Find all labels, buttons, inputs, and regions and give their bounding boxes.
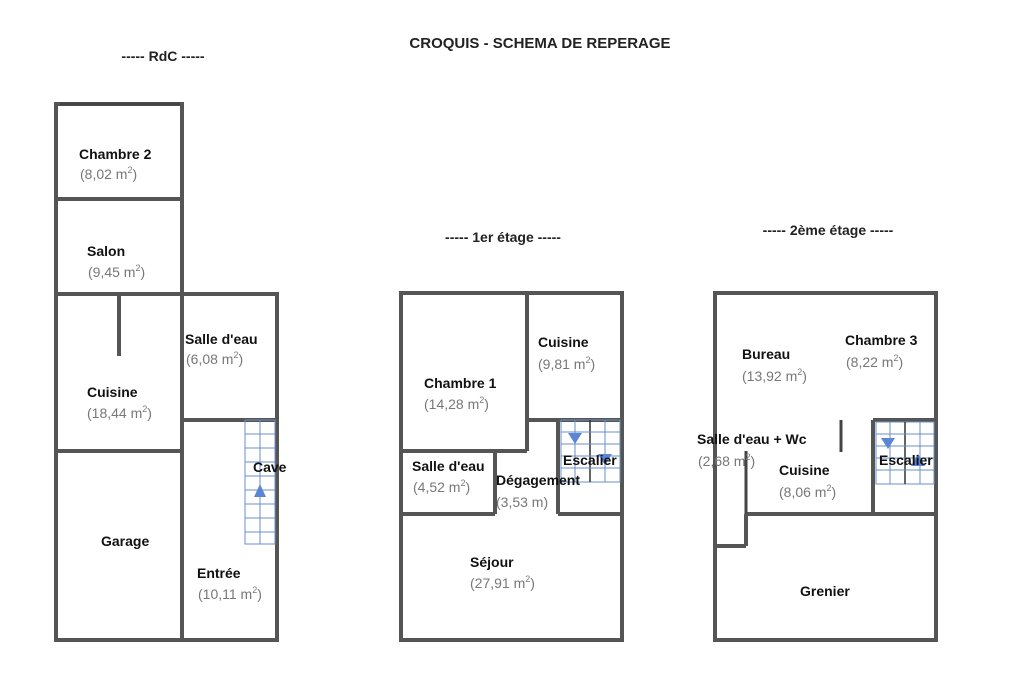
room-cuisine-rdc: Cuisine	[87, 384, 138, 400]
room-salle-eau-1: Salle d'eau	[412, 458, 485, 474]
stairs-etage2	[875, 421, 935, 485]
rdc-right-block	[180, 292, 279, 642]
room-salon: Salon	[87, 243, 125, 259]
room-entree-area: (10,11 m2)	[198, 585, 262, 602]
room-escalier-2: Escalier	[879, 452, 933, 468]
room-salle-eau-rdc-area: (6,08 m2)	[186, 350, 243, 367]
room-escalier-1: Escalier	[563, 452, 617, 468]
room-entree: Entrée	[197, 565, 241, 581]
floor-label-rdc: ----- RdC -----	[121, 48, 205, 64]
stairs-etage1	[560, 419, 621, 483]
room-chambre-2: Chambre 2	[79, 146, 152, 162]
room-salle-eau-wc: Salle d'eau + Wc	[697, 431, 807, 447]
room-degagement: Dégagement	[496, 472, 580, 488]
stairs-cave	[244, 419, 276, 545]
room-bureau-area: (13,92 m2)	[742, 367, 807, 384]
rdc-left-block	[54, 102, 184, 642]
room-chambre-3-area: (8,22 m2)	[846, 353, 903, 370]
arrow-down-icon	[881, 438, 895, 449]
page-title: CROQUIS - SCHEMA DE REPERAGE	[409, 35, 670, 52]
room-cuisine-1-area: (9,81 m2)	[538, 355, 595, 372]
floor-label-1er: ----- 1er étage -----	[445, 229, 561, 245]
room-salle-eau-wc-area: (2,68 m2)	[698, 452, 755, 469]
plan-2eme-etage	[713, 291, 938, 642]
room-salon-area: (9,45 m2)	[88, 263, 145, 280]
room-grenier: Grenier	[800, 583, 850, 599]
floor-label-2eme: ----- 2ème étage -----	[763, 222, 894, 238]
room-salle-eau-1-area: (4,52 m2)	[413, 478, 470, 495]
room-cuisine-2-area: (8,06 m2)	[779, 483, 836, 500]
arrow-down-icon	[568, 433, 582, 444]
room-degagement-area: (3,53 m)	[496, 494, 548, 510]
arrow-down-icon	[598, 454, 612, 465]
plan-1er-etage	[399, 291, 624, 642]
arrow-up-icon	[911, 454, 925, 466]
room-cuisine-rdc-area: (18,44 m2)	[87, 404, 152, 421]
room-chambre-1-area: (14,28 m2)	[424, 395, 489, 412]
plan-rdc	[54, 102, 279, 642]
room-sejour: Séjour	[470, 554, 514, 570]
room-chambre-3: Chambre 3	[845, 332, 918, 348]
room-cuisine-1: Cuisine	[538, 334, 589, 350]
room-chambre-1: Chambre 1	[424, 375, 497, 391]
room-cave: Cave	[253, 459, 287, 475]
room-cuisine-2: Cuisine	[779, 462, 830, 478]
arrow-up-icon	[254, 484, 266, 497]
etage2-outline	[713, 291, 938, 642]
room-garage: Garage	[101, 533, 149, 549]
etage1-outline	[399, 291, 624, 642]
room-chambre-2-area: (8,02 m2)	[80, 165, 137, 182]
room-salle-eau-rdc: Salle d'eau	[185, 331, 258, 347]
room-sejour-area: (27,91 m2)	[470, 574, 535, 591]
room-bureau: Bureau	[742, 346, 790, 362]
